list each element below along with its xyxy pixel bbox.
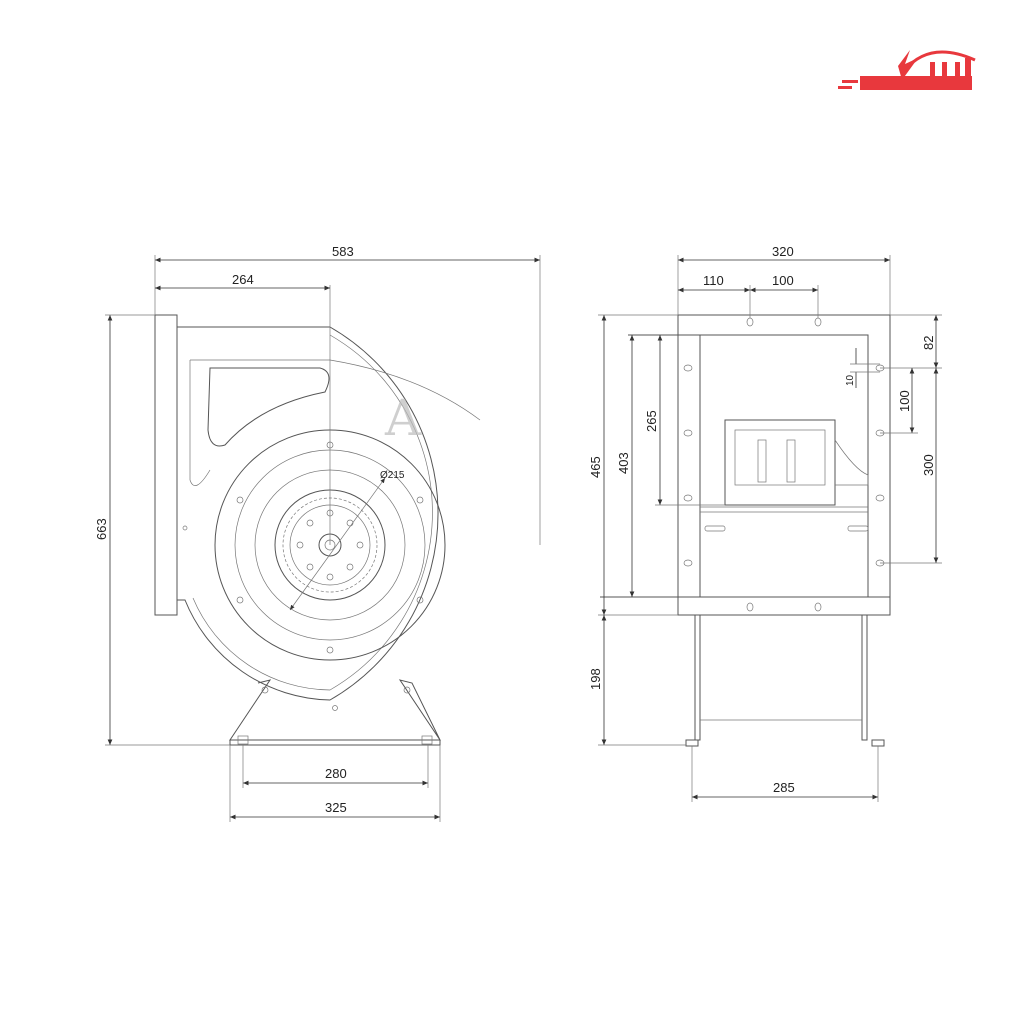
dim-280: 280 — [325, 766, 347, 781]
dim-403: 403 — [616, 452, 631, 474]
dim-320: 320 — [772, 244, 794, 259]
dim-325: 325 — [325, 800, 347, 815]
dim-100-top: 100 — [772, 273, 794, 288]
front-dimensions: 583 264 663 280 325 — [94, 244, 541, 822]
scroll-housing — [177, 326, 439, 701]
side-view — [600, 314, 891, 747]
inlet-flange — [154, 314, 178, 616]
front-view: Ø215 — [154, 285, 481, 746]
brand-logo — [838, 50, 976, 90]
dim-300: 300 — [921, 454, 936, 476]
motor — [724, 419, 836, 506]
impeller-diameter-label: Ø215 — [380, 470, 405, 481]
dim-100-side: 100 — [897, 390, 912, 412]
dim-583: 583 — [332, 244, 354, 259]
dim-198: 198 — [588, 668, 603, 690]
dim-285: 285 — [773, 780, 795, 795]
base-stand — [229, 679, 441, 741]
dim-264: 264 — [232, 272, 254, 287]
dim-265: 265 — [644, 410, 659, 432]
dim-82: 82 — [921, 336, 936, 350]
dim-110: 110 — [703, 273, 724, 288]
side-dimensions: 320 110 100 465 403 265 82 10 100 300 19… — [588, 244, 942, 802]
outlet-window — [207, 367, 330, 447]
dim-663: 663 — [94, 518, 109, 540]
dim-465: 465 — [588, 456, 603, 478]
watermark-logo: A — [384, 389, 422, 447]
dim-10: 10 — [845, 374, 856, 386]
